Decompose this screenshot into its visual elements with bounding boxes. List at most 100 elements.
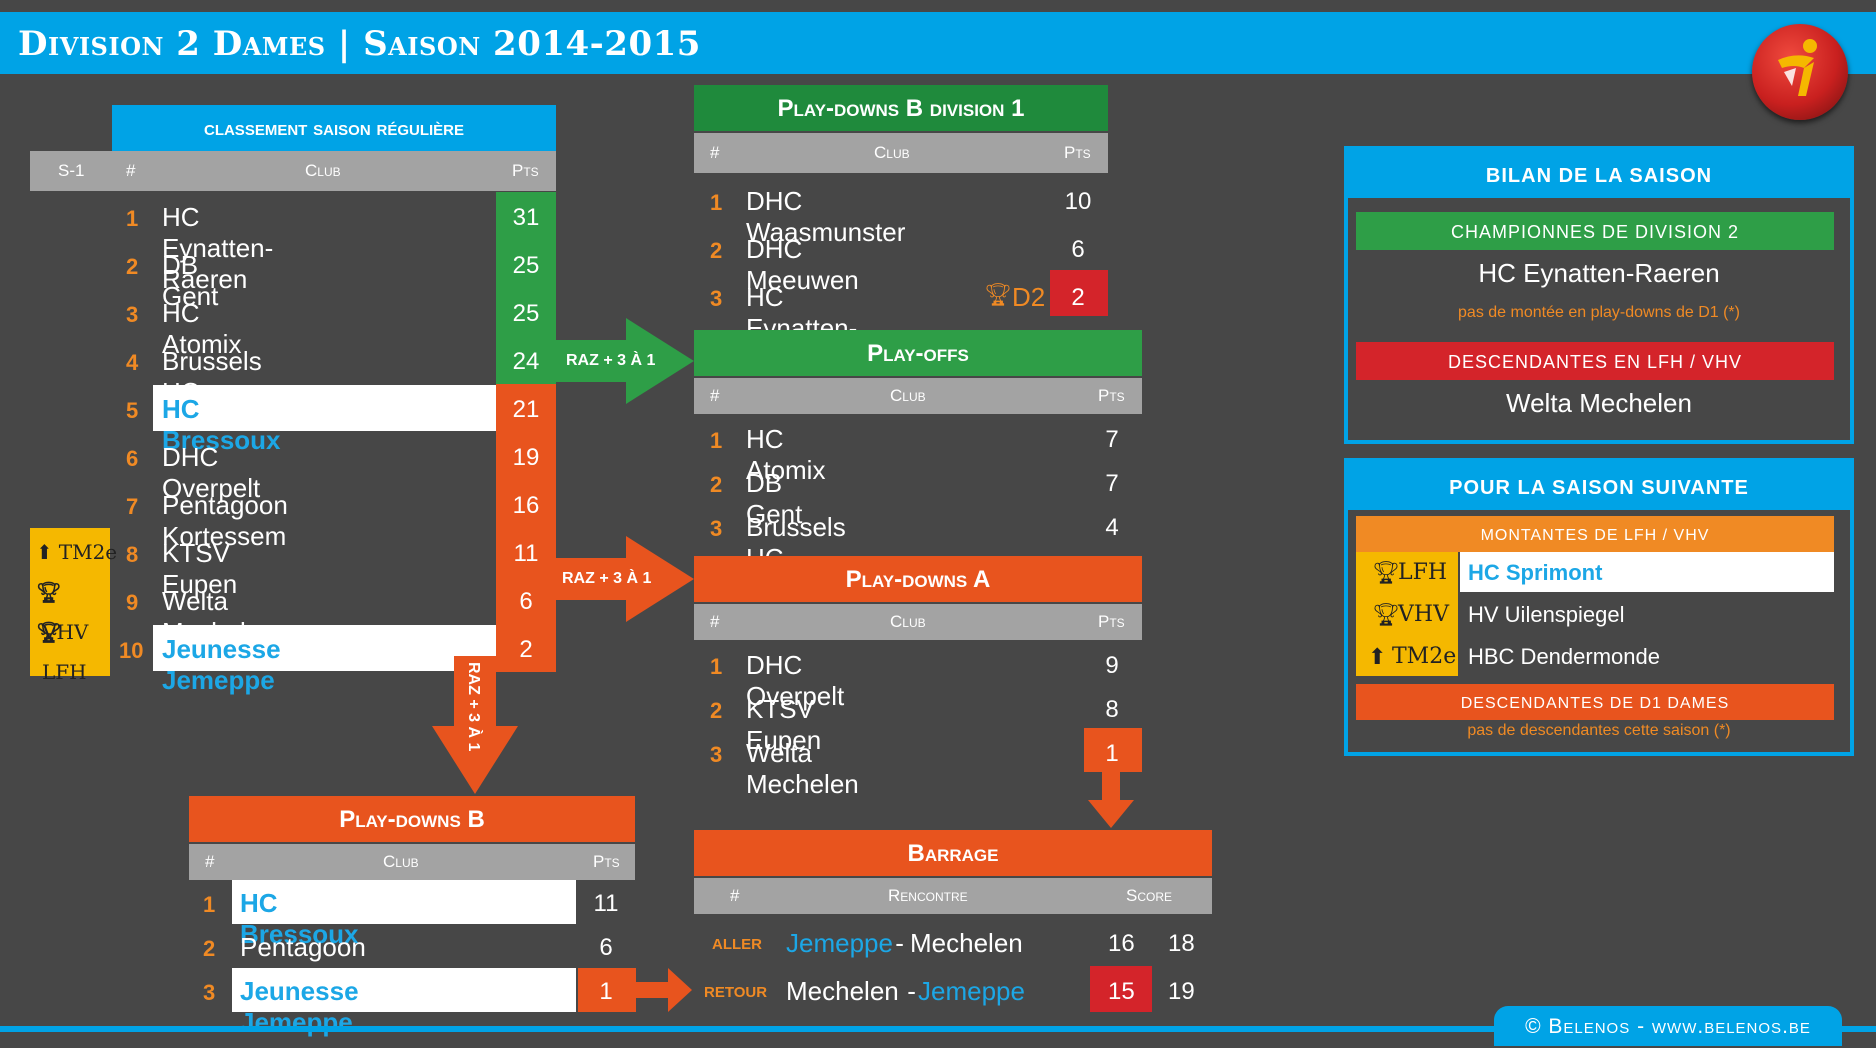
highlight-bressoux-pdb — [232, 880, 576, 924]
col-num: # — [710, 386, 720, 405]
up-club: HC Sprimont — [1468, 560, 1603, 585]
rank: 4 — [126, 350, 139, 375]
rank: 2 — [126, 254, 139, 279]
up-tag: LFH — [1398, 560, 1448, 585]
arrow-label: RAZ + 3 À 1 — [566, 352, 656, 369]
trophy-icon: 🏆︎ — [36, 620, 62, 644]
team-separator: - — [888, 928, 912, 958]
points: 6 — [599, 934, 613, 961]
col-club: Club — [874, 143, 910, 162]
desc-label: DESCENDANTES EN LFH / VHV — [1447, 352, 1743, 372]
col-score: Score — [1126, 886, 1173, 905]
col-num: # — [730, 886, 740, 905]
arrow-pdb-to-barrage — [634, 968, 692, 1012]
club-name: HC Eynatten-Raeren — [162, 202, 274, 294]
barrage-col-header: # Rencontre Score — [694, 878, 1212, 914]
highlight-bressoux — [153, 385, 496, 431]
col-pts: Pts — [1098, 612, 1125, 631]
barrage-header-label: Barrage — [907, 840, 999, 867]
points: 31 — [512, 204, 540, 231]
score-home: 16 — [1108, 930, 1135, 957]
points: 4 — [1105, 514, 1119, 541]
club-name: HC Bressoux — [162, 394, 281, 455]
club-name: HC Atomix — [162, 298, 242, 359]
points: 2 — [1071, 284, 1085, 311]
pdb1-header-label: Play-downs B division 1 — [777, 95, 1025, 122]
club-name: DHC Overpelt — [162, 442, 261, 503]
trophy-icon: 🏆︎ — [36, 580, 62, 604]
pda-header: Play-downs A — [694, 556, 1142, 602]
title-bar: Division 2 Dames | Saison 2014-2015 — [0, 12, 1876, 74]
highlight-sprimont — [1460, 552, 1834, 592]
up-club: HV Uilenspiegel — [1468, 602, 1625, 627]
arrow-up-icon: ⬆ — [1368, 644, 1387, 669]
tag-tm2: ⬆TM2e — [30, 532, 117, 572]
up-band: MONTANTES DE LFH / VHV — [1356, 516, 1834, 552]
club-name: Pentagoon Kortessem — [162, 490, 288, 551]
rank: 7 — [126, 494, 139, 519]
arrow-to-barrage — [1088, 770, 1134, 828]
col-pts: Pts — [1064, 143, 1091, 162]
page-title: Division 2 Dames | Saison 2014-2015 — [18, 24, 701, 64]
rank: 1 — [203, 892, 216, 917]
down-band: DESCENDANTES DE D1 DAMES — [1356, 684, 1834, 720]
up-row: 🏆︎ VHV HV Uilenspiegel — [1356, 594, 1834, 634]
club-name: DB Gent — [162, 250, 219, 311]
pdb-col-header: # Club Pts — [189, 844, 635, 880]
col-prev: S-1 — [58, 161, 85, 180]
team-away: Mechelen — [910, 928, 1023, 958]
tag-lfh-label: LFH — [42, 660, 87, 684]
club-name: DHC Meeuwen — [746, 234, 859, 295]
col-club: Club — [305, 161, 341, 180]
playoffs-header-label: Play-offs — [867, 340, 969, 367]
rank: 3 — [710, 286, 723, 311]
regular-col-header: S-1 # Club Pts — [30, 151, 556, 191]
col-pts: Pts — [1098, 386, 1125, 405]
leg-label: RETOUR — [704, 984, 768, 1001]
col-num: # — [126, 161, 136, 180]
up-row: ⬆ TM2e HBC Dendermonde — [1356, 636, 1834, 676]
prev-season-tags: ⬆TM2e 🏆︎VHV 🏆︎LFH — [30, 528, 117, 684]
rank: 1 — [126, 206, 139, 231]
rank: 3 — [710, 742, 723, 767]
tag-lfh: 🏆︎ LFH — [30, 612, 110, 684]
regular-header: classement saison régulière — [112, 105, 556, 151]
tag-vhv-label: VHV — [42, 620, 89, 644]
rank: 2 — [710, 472, 723, 497]
col-club: Club — [890, 386, 926, 405]
trophy-icon: 🏆︎ — [984, 282, 1012, 307]
points: 8 — [1105, 696, 1119, 723]
tag-tm2-label: TM2e — [58, 540, 118, 564]
club-name: HC Bressoux — [240, 888, 359, 949]
playoffs-col-header: # Club Pts — [694, 378, 1142, 414]
rank: 2 — [710, 698, 723, 723]
footer-credit[interactable]: © Belenos - www.belenos.be — [1494, 1006, 1842, 1046]
club-name: Pentagoon Kortessem — [240, 932, 366, 993]
trophy-icon: 🏆︎ — [1372, 602, 1400, 627]
up-tags — [1356, 552, 1458, 676]
team-home: Jemeppe — [786, 928, 893, 958]
pts-orange-cell — [578, 968, 636, 1012]
champ-note: pas de montée en play-downs de D1 (*) — [1458, 304, 1740, 321]
rank: 1 — [710, 190, 723, 215]
down-label: DESCENDANTES DE D1 DAMES — [1460, 695, 1730, 712]
pda-col-header: # Club Pts — [694, 604, 1142, 640]
arrow-to-playdowns-b — [432, 656, 518, 794]
points: 11 — [513, 540, 539, 567]
down-note: pas de descendantes cette saison (*) — [1467, 722, 1731, 739]
pts-green-block — [496, 192, 556, 384]
points: 25 — [512, 300, 540, 327]
rank: 3 — [126, 302, 139, 327]
pdb-header: Play-downs B — [189, 796, 635, 842]
col-pts: Pts — [512, 161, 539, 180]
club-name: KTSV Eupen — [162, 538, 238, 599]
regular-header-label: classement saison régulière — [203, 117, 465, 140]
club-name: Welta Mechelen — [746, 738, 859, 799]
points: 24 — [512, 348, 540, 375]
champ-band: CHAMPIONNES DE DIVISION 2 — [1356, 212, 1834, 250]
club-name: DB Gent — [746, 468, 803, 529]
bilan-panel: BILAN DE LA SAISON CHAMPIONNES DE DIVISI… — [1344, 146, 1854, 444]
points: 6 — [519, 588, 533, 615]
team-home: Mechelen — [786, 976, 899, 1006]
points: 6 — [1071, 236, 1085, 263]
